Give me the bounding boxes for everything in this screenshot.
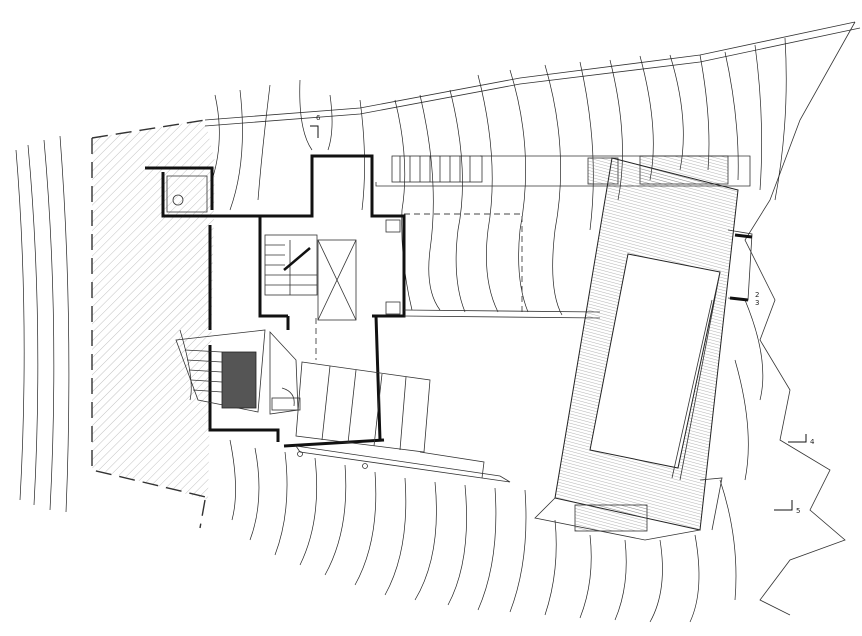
interior-stair	[264, 219, 401, 321]
section-marker-2: 2	[755, 291, 759, 299]
section-marker-6-label: 6	[316, 114, 321, 122]
terrace-outline	[315, 213, 601, 360]
section-marker-3-label: 3	[755, 299, 759, 307]
stair-tower	[145, 166, 214, 218]
section-marker-5: 5	[774, 500, 800, 515]
property-lines	[204, 21, 861, 616]
hatched-setback-zone	[91, 119, 215, 529]
house-walls	[208, 154, 406, 448]
pool-deck	[534, 157, 753, 541]
section-marker-2-label: 2	[755, 291, 759, 299]
section-marker-4: 4	[788, 434, 815, 446]
section-marker-4-label: 4	[810, 438, 815, 446]
section-marker-3: 3	[755, 299, 759, 307]
section-marker-5-label: 5	[796, 507, 800, 515]
living-wing	[295, 361, 511, 483]
entrance-ramp	[175, 329, 301, 415]
road-curves	[15, 135, 70, 513]
section-marker-6: 6	[310, 114, 321, 138]
